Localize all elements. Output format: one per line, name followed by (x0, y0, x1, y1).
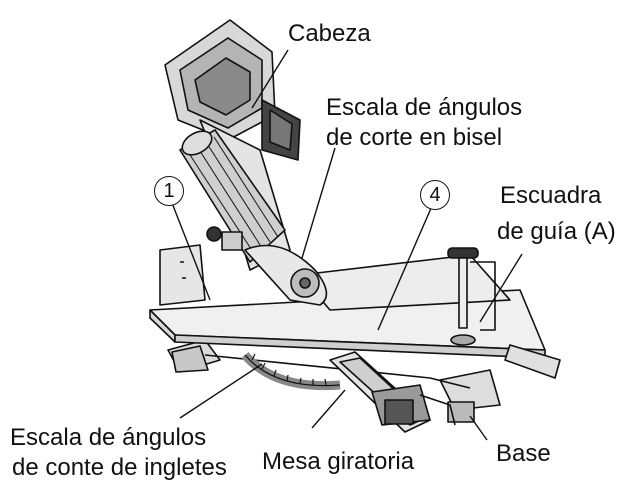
miter-scale-arc (241, 351, 341, 391)
label-fence-line2: de guía (A) (497, 218, 616, 245)
leader-miter-scale (179, 363, 263, 419)
label-miter-scale-line1: Escala de ángulos (10, 424, 207, 451)
label-fence-line1: Escuadra (500, 182, 602, 209)
leader-fence (479, 253, 523, 323)
base-body (167, 339, 501, 423)
callout-four: 4 (420, 180, 450, 210)
label-base: Base (496, 440, 551, 467)
leader-turntable (311, 389, 346, 429)
fence-board (149, 289, 561, 379)
turntable-arm (329, 351, 456, 433)
leader-cabeza (251, 49, 289, 109)
label-bevel-scale-line1: Escala de ángulos (326, 94, 523, 121)
label-miter-scale-line2: de conte de ingletes (12, 454, 227, 481)
leader-lines (171, 49, 523, 441)
vise-clamp (447, 247, 496, 346)
saw-head (164, 19, 328, 306)
leader-base (469, 415, 488, 441)
leader-one (171, 202, 211, 301)
label-turntable: Mesa giratoria (262, 448, 415, 475)
leader-bevel-scale (301, 147, 336, 259)
leader-four (377, 205, 433, 331)
callout-one: 1 (154, 176, 184, 206)
label-bevel-scale-line2: de corte en bisel (326, 124, 503, 151)
label-cabeza: Cabeza (288, 20, 371, 47)
